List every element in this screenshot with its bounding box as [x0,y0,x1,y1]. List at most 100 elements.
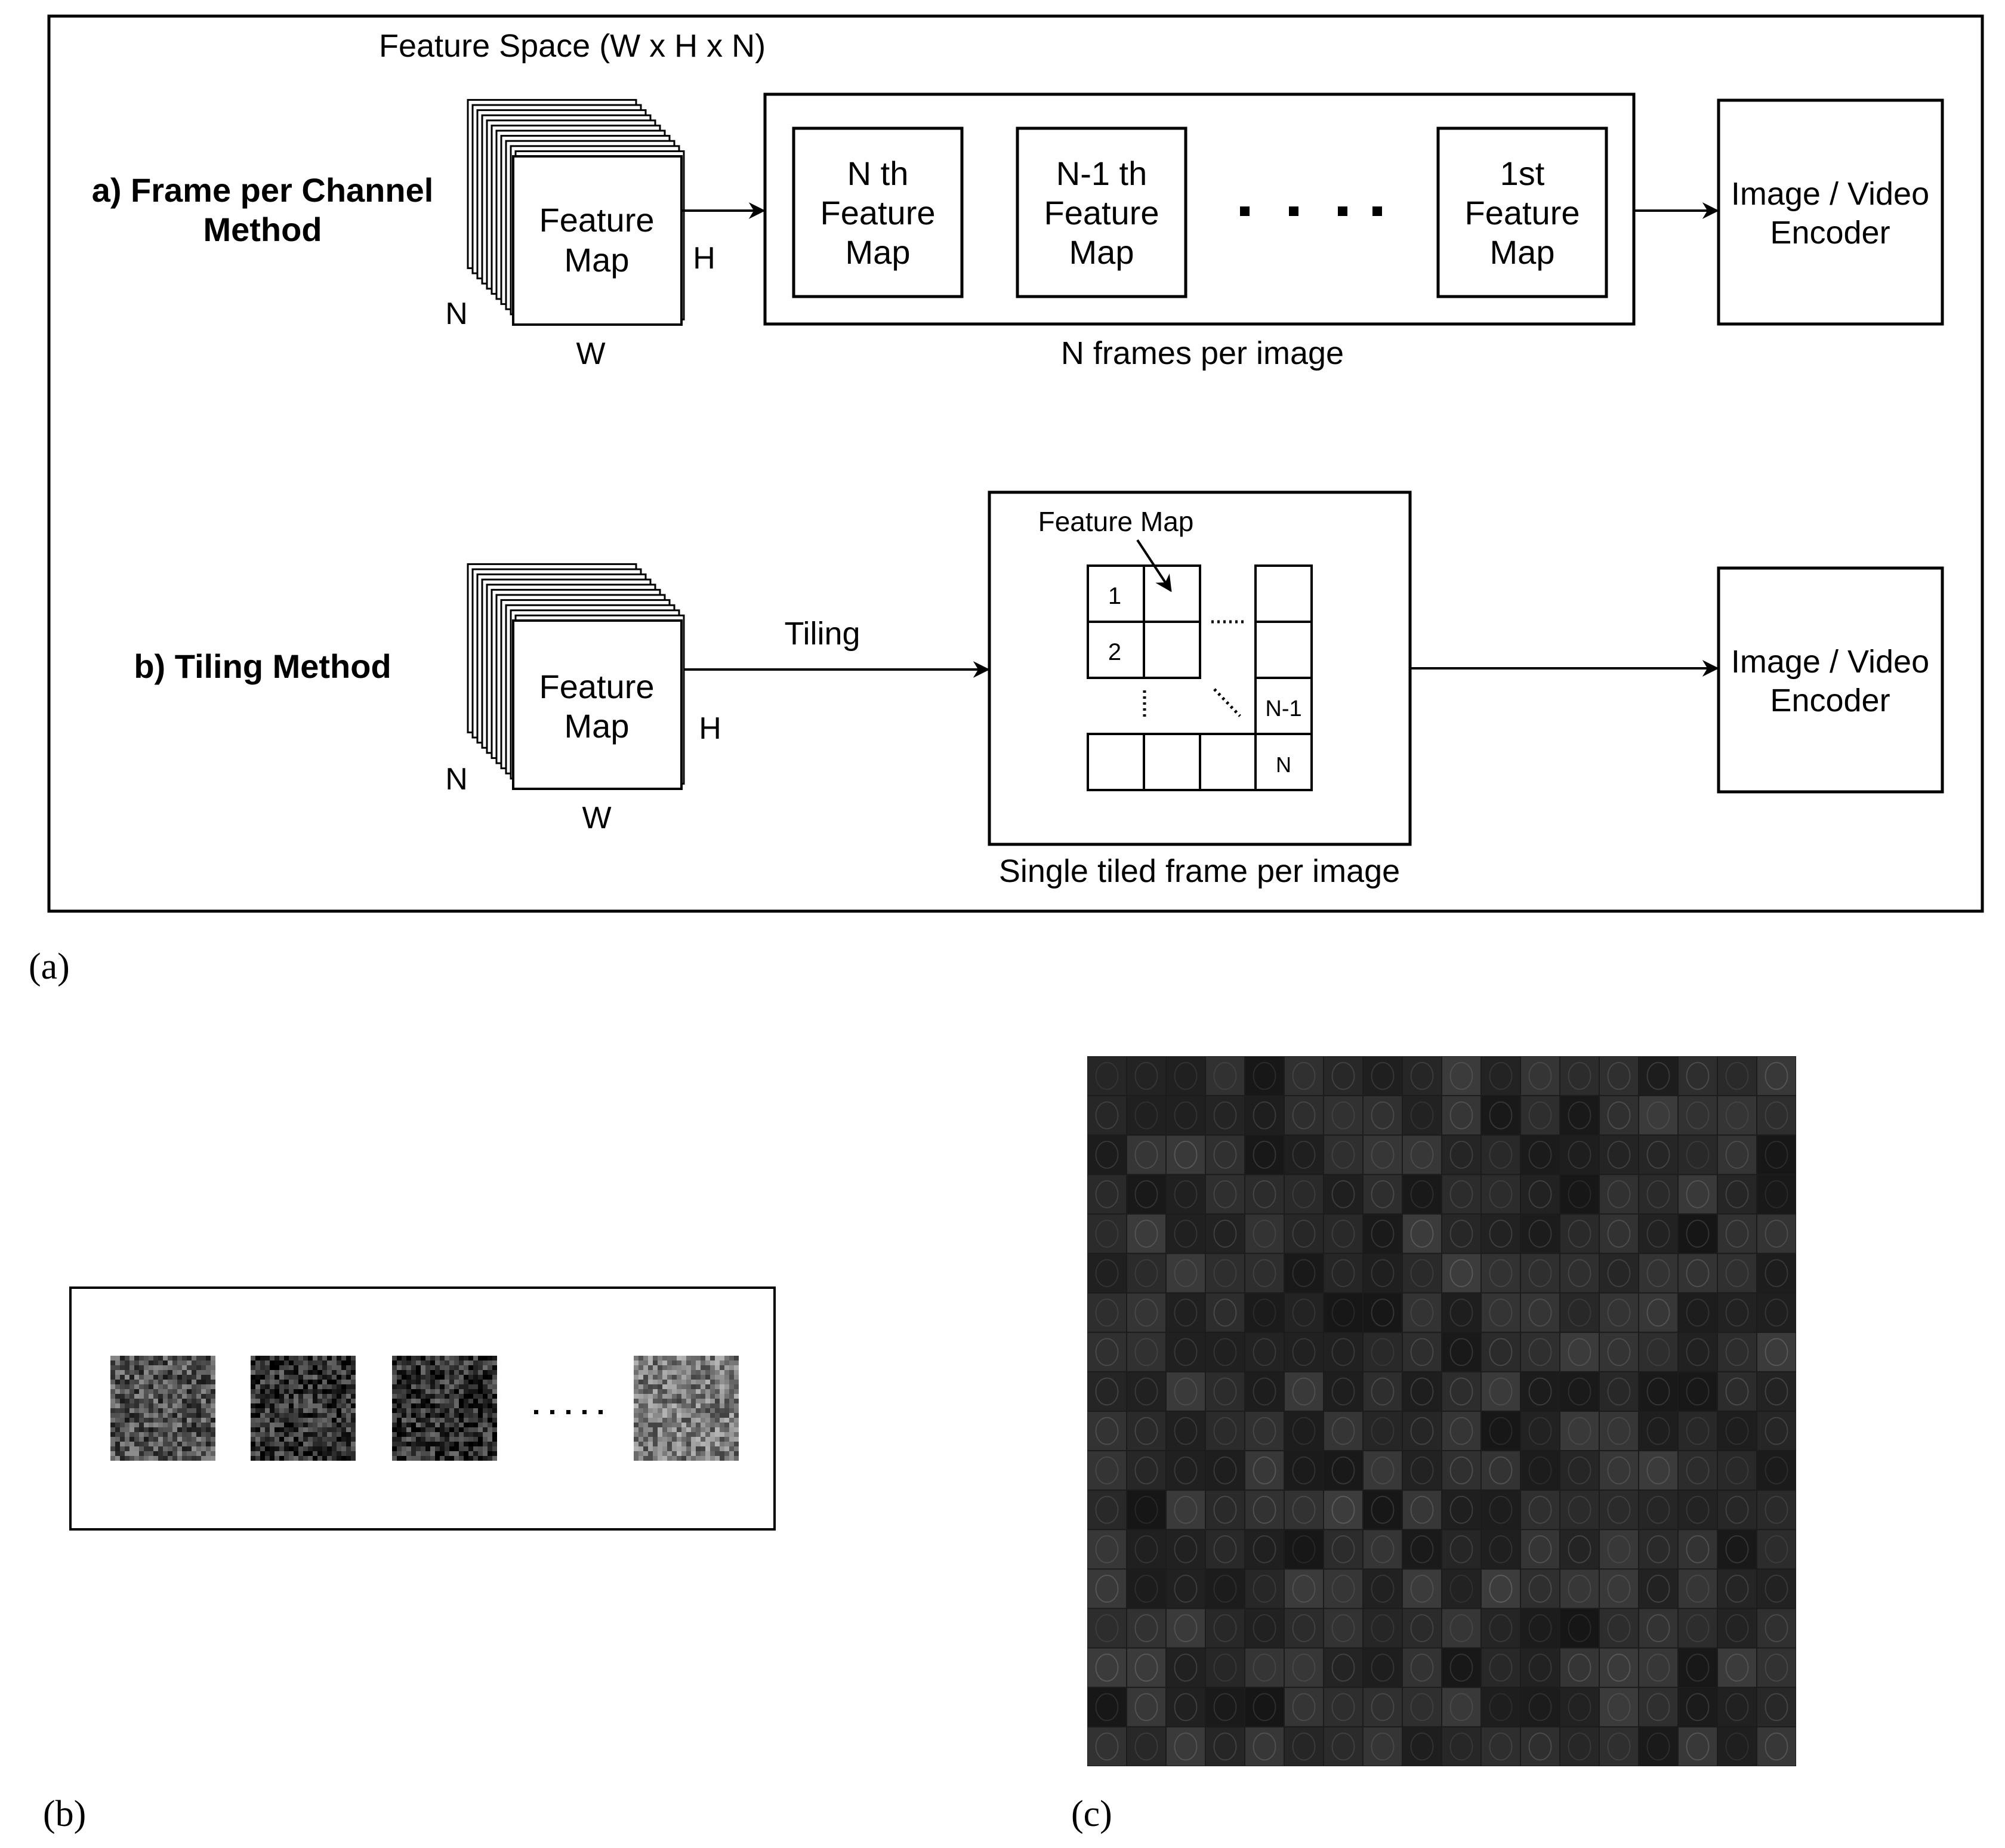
tile [1364,1214,1402,1253]
tile [1127,1687,1165,1726]
tile [1364,1451,1402,1490]
tile [1482,1057,1520,1096]
tile [1521,1057,1559,1096]
tile [1560,1057,1599,1096]
panel-c-background [1087,1056,1796,1766]
tile [1324,1687,1362,1726]
tile [1206,1727,1244,1766]
tile-2-label: 2 [1108,639,1121,665]
tile [1364,1332,1402,1371]
tile [1482,1569,1520,1608]
tile [1364,1096,1402,1135]
tiled-frame-caption: Single tiled frame per image [999,853,1400,889]
tile [1679,1451,1717,1490]
panel-c-tiled-image [1087,1056,1796,1766]
tile [1442,1609,1480,1648]
frames-caption: N frames per image [1061,335,1344,371]
grid-pointer-label: Feature Map [1038,506,1194,537]
tile [1600,1096,1638,1135]
tile [1167,1057,1205,1096]
tile [1206,1530,1244,1569]
tile [1718,1254,1756,1292]
tile [1324,1214,1362,1253]
tile [1600,1491,1638,1529]
tile [1560,1136,1599,1174]
tile [1718,1412,1756,1451]
tile [1442,1530,1480,1569]
tile [1206,1096,1244,1135]
tile [1639,1057,1677,1096]
tile [1757,1687,1796,1726]
tile [1600,1254,1638,1292]
tile [1364,1136,1402,1174]
tile [1482,1648,1520,1687]
tile [1560,1727,1599,1766]
tile [1639,1293,1677,1332]
tile [1127,1332,1165,1371]
tile [1757,1491,1796,1529]
tile [1560,1687,1599,1726]
frame-n-1th [1016,127,1187,298]
tile [1600,1727,1638,1766]
tile [1482,1451,1520,1490]
tile [1482,1096,1520,1135]
tile [1285,1530,1323,1569]
tile [1757,1727,1796,1766]
tile [1245,1175,1284,1214]
frame-1st [1436,127,1608,298]
tile [1324,1057,1362,1096]
tile [1127,1727,1165,1766]
panel-b-feature-frames [69,1286,776,1531]
tile [1088,1096,1126,1135]
tile [1521,1687,1559,1726]
tile [1600,1530,1638,1569]
tile [1639,1491,1677,1529]
tile [1285,1609,1323,1648]
tile [1442,1687,1480,1726]
tile [1560,1096,1599,1135]
frame-n-1th-line2: Feature [1044,194,1159,232]
dim-w-b: W [582,801,611,835]
tile [1403,1727,1441,1766]
tile [1679,1609,1717,1648]
dim-n-a: N [445,297,468,331]
tile [1364,1057,1402,1096]
tile [1285,1727,1323,1766]
tile [1679,1136,1717,1174]
tile [1718,1332,1756,1371]
tile [1679,1175,1717,1214]
tile [1560,1214,1599,1253]
tile [1127,1175,1165,1214]
tile [1403,1372,1441,1411]
tile [1245,1096,1284,1135]
dim-n-b: N [445,762,468,797]
tile [1245,1451,1284,1490]
tile [1403,1136,1441,1174]
tile [1679,1096,1717,1135]
tile [1324,1096,1362,1135]
tile [1442,1136,1480,1174]
tile [1364,1648,1402,1687]
tile [1639,1569,1677,1608]
tile [1206,1687,1244,1726]
tile [1403,1687,1441,1726]
tile [1757,1096,1796,1135]
tile [1324,1451,1362,1490]
tile [1167,1569,1205,1608]
tile [1088,1491,1126,1529]
frame-nth [792,127,964,298]
tile [1639,1412,1677,1451]
tile [1679,1372,1717,1411]
tile [1324,1648,1362,1687]
tile [1718,1727,1756,1766]
tile [1285,1254,1323,1292]
tile [1285,1096,1323,1135]
tile [1639,1136,1677,1174]
tile [1364,1687,1402,1726]
tile [1600,1569,1638,1608]
tile [1639,1254,1677,1292]
tile [1245,1332,1284,1371]
tile [1718,1293,1756,1332]
tiling-label: Tiling [784,616,860,652]
frame-1st-line1: 1st [1500,155,1545,192]
